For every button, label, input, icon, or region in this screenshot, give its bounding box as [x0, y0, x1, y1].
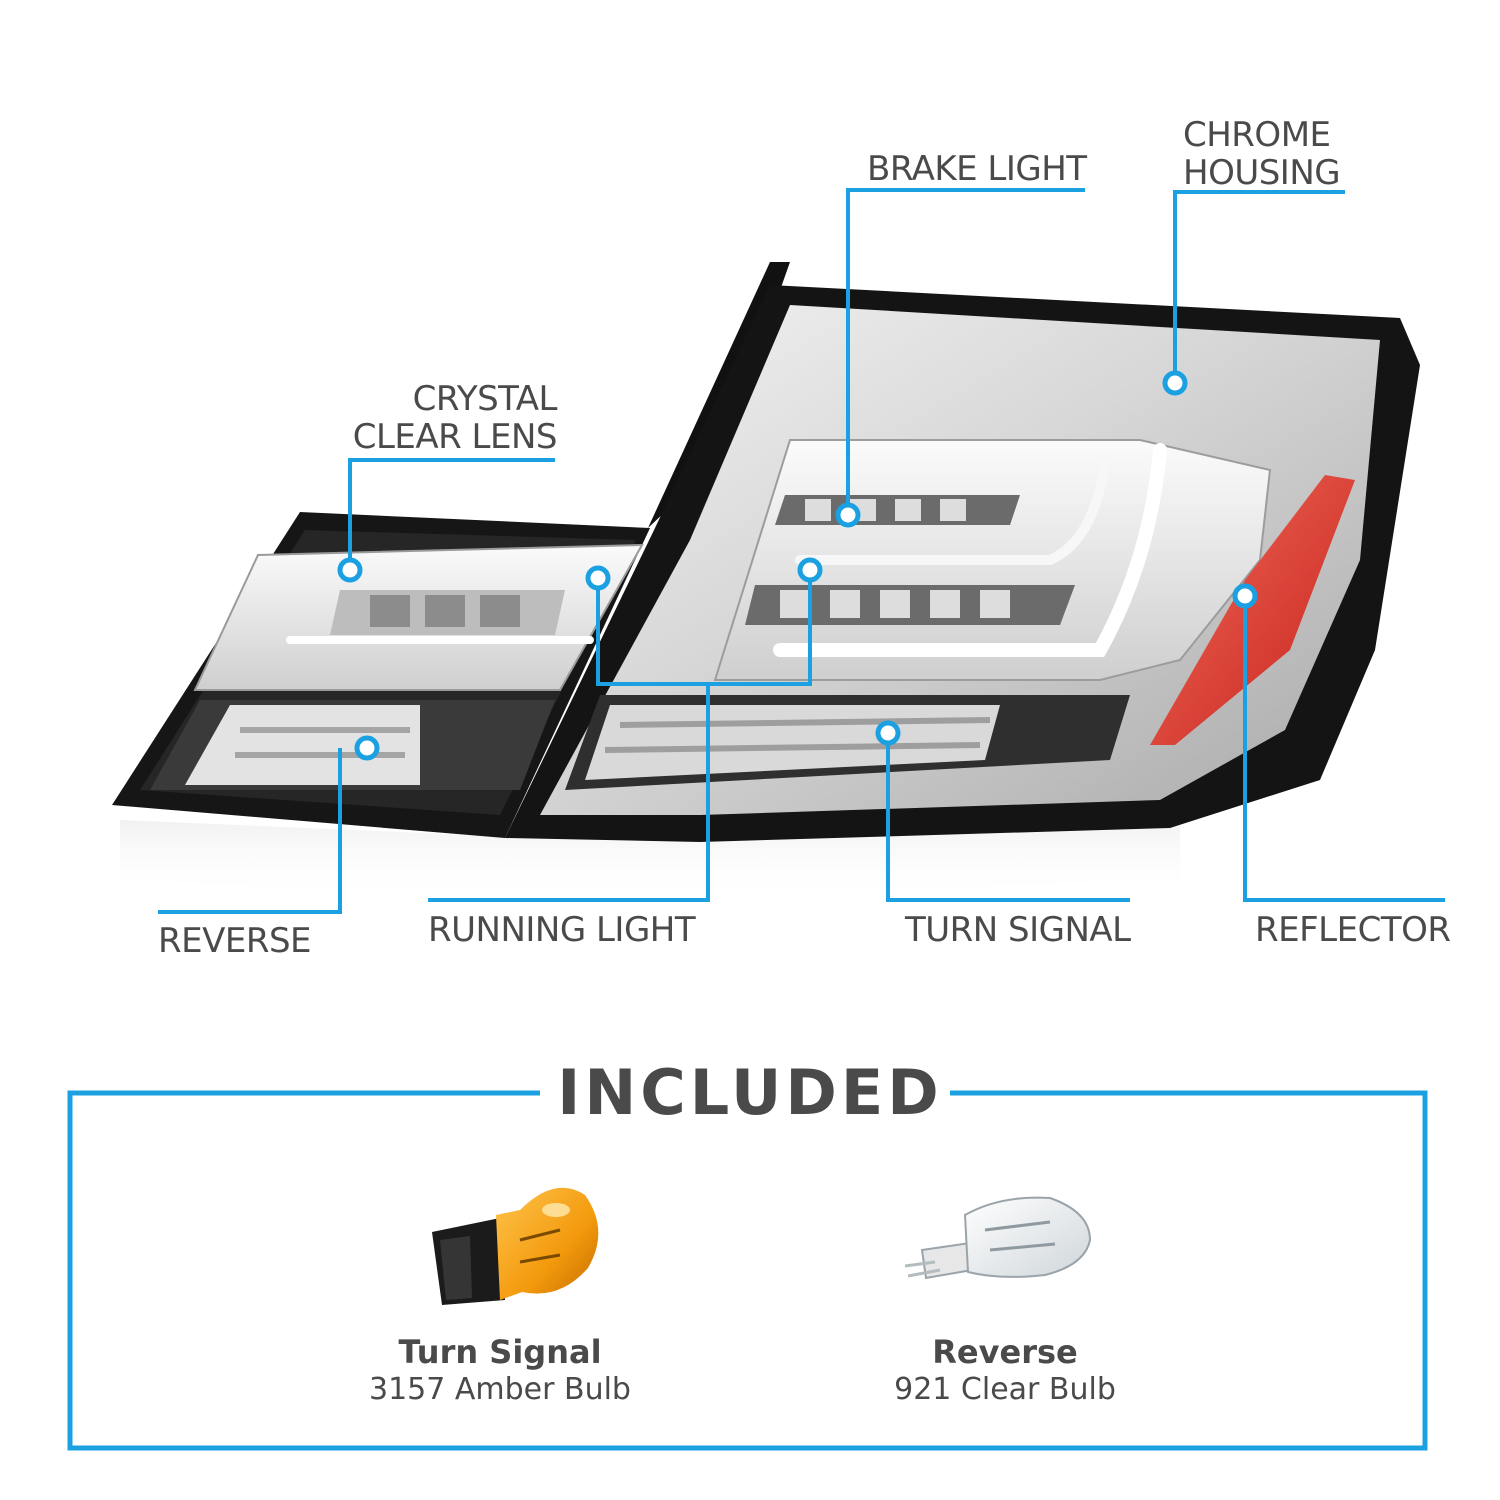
- callout-dots: [337, 370, 1258, 761]
- reflector-leader: [1243, 596, 1445, 902]
- included-item-turn-signal: Turn Signal 3157 Amber Bulb: [320, 1333, 680, 1409]
- label-brake-light-text: BRAKE LIGHT: [867, 149, 1087, 189]
- brake-light-leader: [846, 188, 1085, 515]
- amber-bulb-icon: [432, 1187, 599, 1305]
- crystal-lens-leader: [348, 458, 555, 570]
- label-running-light: RUNNING LIGHT: [428, 910, 696, 950]
- included-title: INCLUDED: [557, 1056, 943, 1129]
- included-frame: [67, 1090, 1428, 1451]
- label-crystal-line2: CLEAR LENS: [352, 417, 558, 457]
- reflector-dot: [1232, 583, 1258, 609]
- label-reflector-text: REFLECTOR: [1255, 910, 1451, 950]
- reverse-dot: [354, 735, 380, 761]
- turn-signal-dot: [875, 720, 901, 746]
- label-reflector: REFLECTOR: [1255, 910, 1451, 950]
- turn-signal-leader: [886, 733, 1130, 902]
- included-item-desc: 921 Clear Bulb: [894, 1372, 1116, 1407]
- running-light-dot-left: [585, 565, 611, 591]
- label-reverse: REVERSE: [158, 921, 312, 961]
- crystal-lens-dot: [337, 557, 363, 583]
- label-reverse-text: REVERSE: [158, 921, 312, 961]
- label-turn-signal: TURN SIGNAL: [905, 911, 1131, 949]
- label-crystal-clear-lens: CRYSTAL CLEAR LENS: [352, 379, 558, 457]
- label-brake-light: BRAKE LIGHT: [867, 150, 1087, 188]
- label-chrome-line2: HOUSING: [1183, 153, 1341, 193]
- clear-bulb-icon: [904, 1196, 1092, 1280]
- included-item-name: Turn Signal: [398, 1333, 602, 1371]
- label-turn-signal-text: TURN SIGNAL: [905, 910, 1131, 950]
- chrome-housing-dot: [1162, 370, 1188, 396]
- label-running-light-text: RUNNING LIGHT: [428, 910, 696, 950]
- inner-trunk-lamp: [112, 512, 650, 838]
- chrome-housing-leader: [1173, 190, 1345, 383]
- label-chrome-housing: CHROME HOUSING: [1183, 115, 1341, 193]
- reverse-leader: [158, 748, 342, 914]
- outer-quarter-lamp: [505, 262, 1420, 842]
- included-item-reverse: Reverse 921 Clear Bulb: [825, 1333, 1185, 1409]
- included-item-desc: 3157 Amber Bulb: [369, 1372, 631, 1407]
- label-chrome-line1: CHROME: [1183, 115, 1331, 155]
- included-item-name: Reverse: [932, 1333, 1078, 1371]
- running-light-leader: [428, 570, 812, 902]
- callout-lines: [158, 188, 1445, 914]
- running-light-dot-right: [797, 557, 823, 583]
- brake-light-dot: [835, 502, 861, 528]
- label-crystal-line1: CRYSTAL: [412, 379, 558, 419]
